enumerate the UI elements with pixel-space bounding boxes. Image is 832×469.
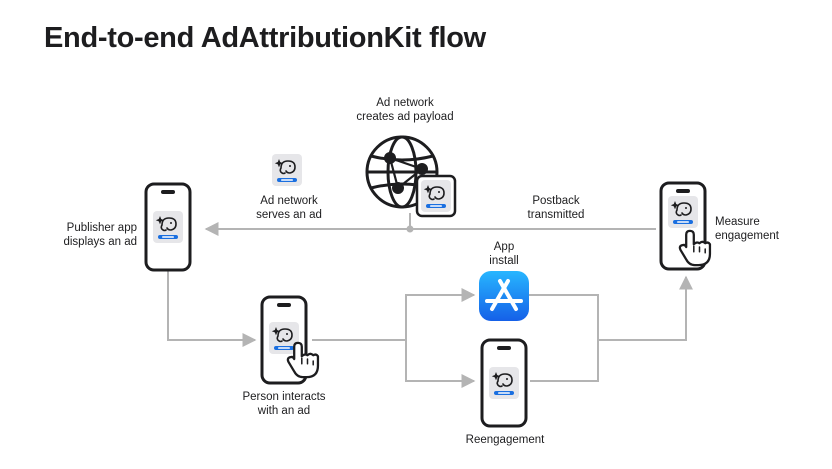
globe-icon [365,135,439,209]
label-person-interacts: Person interacts with an ad [242,390,325,418]
label-measure: Measure engagement [715,215,779,243]
app-store-icon [479,271,529,321]
reengagement-phone-icon [480,338,528,428]
label-app-install: App install [489,240,518,268]
publisher-phone-icon [144,182,192,272]
label-serves-ad-line1: Ad network [260,195,318,207]
to-measure-arrow [598,275,693,341]
label-postback-line2: transmitted [527,209,585,221]
to-reengagement-arrow [405,340,476,388]
ad-payload-card-icon [415,174,457,218]
connectors [167,213,693,388]
label-app-install-line2: install [489,255,519,267]
publisher-to-person-arrow [167,271,257,347]
label-person-interacts-line2: with an ad [257,405,311,417]
label-postback-line1: Postback [532,195,580,207]
label-measure-line2: engagement [715,230,779,242]
page-title: End-to-end AdAttributionKit flow [44,22,486,54]
connector-dot [406,225,414,233]
label-app-install-line1: App [493,241,515,253]
label-publisher-line1: Publisher app [66,222,137,234]
label-ad-payload: Ad network creates ad payload [356,96,453,124]
label-reengagement-line1: Reengagement [465,434,545,446]
to-app-install-arrow [405,288,476,340]
label-serves-ad: Ad network serves an ad [256,194,322,222]
label-measure-line1: Measure [715,216,760,228]
label-serves-ad-line2: serves an ad [256,209,322,221]
label-ad-payload-line2: creates ad payload [356,111,454,123]
label-publisher: Publisher app displays an ad [63,221,137,249]
from-app-install [528,294,599,340]
label-person-interacts-line1: Person interacts [242,391,326,403]
label-ad-payload-line1: Ad network [376,97,434,109]
served-ad-card-icon [271,153,303,187]
label-postback: Postback transmitted [528,194,585,222]
label-reengagement: Reengagement [466,433,545,447]
from-reengagement [530,340,599,382]
label-publisher-line2: displays an ad [63,236,137,248]
